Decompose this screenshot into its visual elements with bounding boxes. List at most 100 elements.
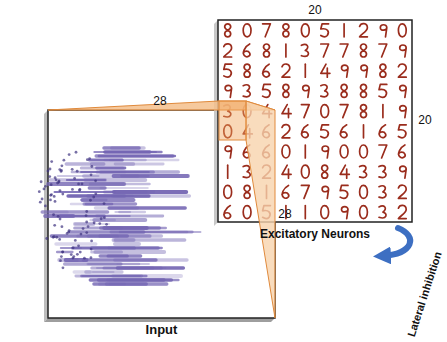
- spike-dot: [71, 168, 74, 171]
- receptive-field: [321, 206, 329, 219]
- spike-streak: [81, 199, 106, 201]
- spike-streak: [114, 174, 188, 178]
- spike-dot: [53, 195, 56, 198]
- receptive-field: [340, 125, 347, 138]
- dimension-label: 20: [418, 113, 431, 127]
- spike-dot: [103, 216, 106, 219]
- spike-streak: [115, 242, 139, 246]
- receptive-field: [398, 24, 406, 37]
- receptive-field: [379, 44, 387, 57]
- receptive-field: [379, 84, 387, 97]
- spike-streak: [56, 242, 96, 245]
- spike-streak: [57, 251, 72, 253]
- spike-dot: [90, 256, 93, 259]
- receptive-field: [243, 85, 250, 97]
- inhibition-label: Lateral inhibition: [405, 250, 444, 338]
- receptive-field: [225, 24, 231, 37]
- spike-streak: [51, 234, 127, 237]
- receptive-field: [341, 84, 347, 97]
- spike-dot: [53, 235, 56, 238]
- receptive-field: [340, 165, 349, 178]
- spike-dot: [103, 202, 106, 205]
- spike-dot: [75, 151, 78, 154]
- receptive-field: [301, 125, 308, 138]
- receptive-field: [321, 105, 329, 118]
- receptive-field: [363, 125, 365, 138]
- receptive-patch: [219, 101, 246, 140]
- spike-streak: [108, 279, 179, 282]
- spike-dot: [82, 227, 85, 230]
- receptive-field: [340, 44, 348, 57]
- spike-streak: [53, 215, 130, 217]
- spike-dot: [92, 196, 95, 199]
- receptive-field: [304, 145, 306, 158]
- spike-dot: [53, 224, 56, 227]
- spike-streak: [101, 187, 148, 189]
- spike-dot: [59, 259, 62, 262]
- spike-dot: [100, 217, 103, 220]
- receptive-field: [224, 185, 232, 198]
- spike-dot: [70, 253, 73, 256]
- receptive-field: [301, 105, 309, 118]
- spike-streak: [109, 206, 185, 209]
- receptive-field: [282, 145, 290, 158]
- spike-dot: [90, 173, 93, 176]
- spike-streak: [111, 231, 192, 234]
- receptive-field: [400, 106, 407, 118]
- spike-dot: [90, 239, 93, 242]
- receptive-field: [321, 44, 329, 57]
- receptive-field: [322, 165, 328, 178]
- spike-streak: [119, 211, 144, 213]
- spike-dot: [76, 170, 79, 173]
- receptive-field: [282, 185, 289, 198]
- spike-dot: [74, 239, 77, 242]
- spike-streak: [104, 266, 161, 269]
- spike-dot: [80, 233, 83, 236]
- receptive-field: [398, 205, 406, 218]
- spike-streak: [120, 231, 187, 233]
- spike-dot: [79, 251, 82, 254]
- receptive-field: [379, 145, 387, 158]
- spike-dot: [78, 189, 81, 192]
- spike-dot: [47, 170, 50, 173]
- spike-dot: [85, 210, 88, 213]
- spike-streak: [105, 150, 150, 154]
- spike-dot: [49, 194, 52, 197]
- receptive-field: [282, 165, 291, 178]
- excitatory-layer: Excitatory Neurons: [218, 20, 412, 222]
- spike-dot: [90, 248, 93, 251]
- receptive-field: [303, 85, 310, 97]
- receptive-field: [263, 84, 271, 97]
- receptive-field: [360, 84, 366, 97]
- spike-dot: [54, 200, 57, 203]
- spike-dot: [90, 165, 93, 168]
- receptive-field: [340, 105, 348, 118]
- receptive-field: [227, 165, 229, 178]
- spike-dot: [43, 187, 46, 190]
- receptive-field: [321, 24, 329, 37]
- receptive-field: [380, 25, 387, 37]
- spike-streak: [67, 179, 105, 181]
- spike-streak: [120, 231, 200, 233]
- spike-streak: [90, 183, 150, 185]
- receptive-field: [263, 44, 269, 57]
- spike-dot: [50, 160, 53, 163]
- spike-dot: [87, 225, 90, 228]
- receptive-field: [398, 145, 405, 158]
- receptive-field: [225, 146, 232, 158]
- receptive-field: [301, 24, 309, 37]
- receptive-field: [398, 125, 406, 138]
- spike-dot: [72, 255, 75, 258]
- spike-streak: [115, 163, 163, 166]
- spike-streak: [97, 167, 125, 170]
- receptive-field: [321, 64, 330, 77]
- spike-streak: [108, 254, 127, 257]
- spike-streak: [99, 155, 175, 158]
- receptive-field: [379, 166, 386, 178]
- receptive-field: [282, 125, 290, 138]
- receptive-field: [400, 85, 407, 97]
- spike-streak: [78, 234, 118, 237]
- receptive-field: [360, 44, 366, 57]
- receptive-field: [360, 24, 368, 37]
